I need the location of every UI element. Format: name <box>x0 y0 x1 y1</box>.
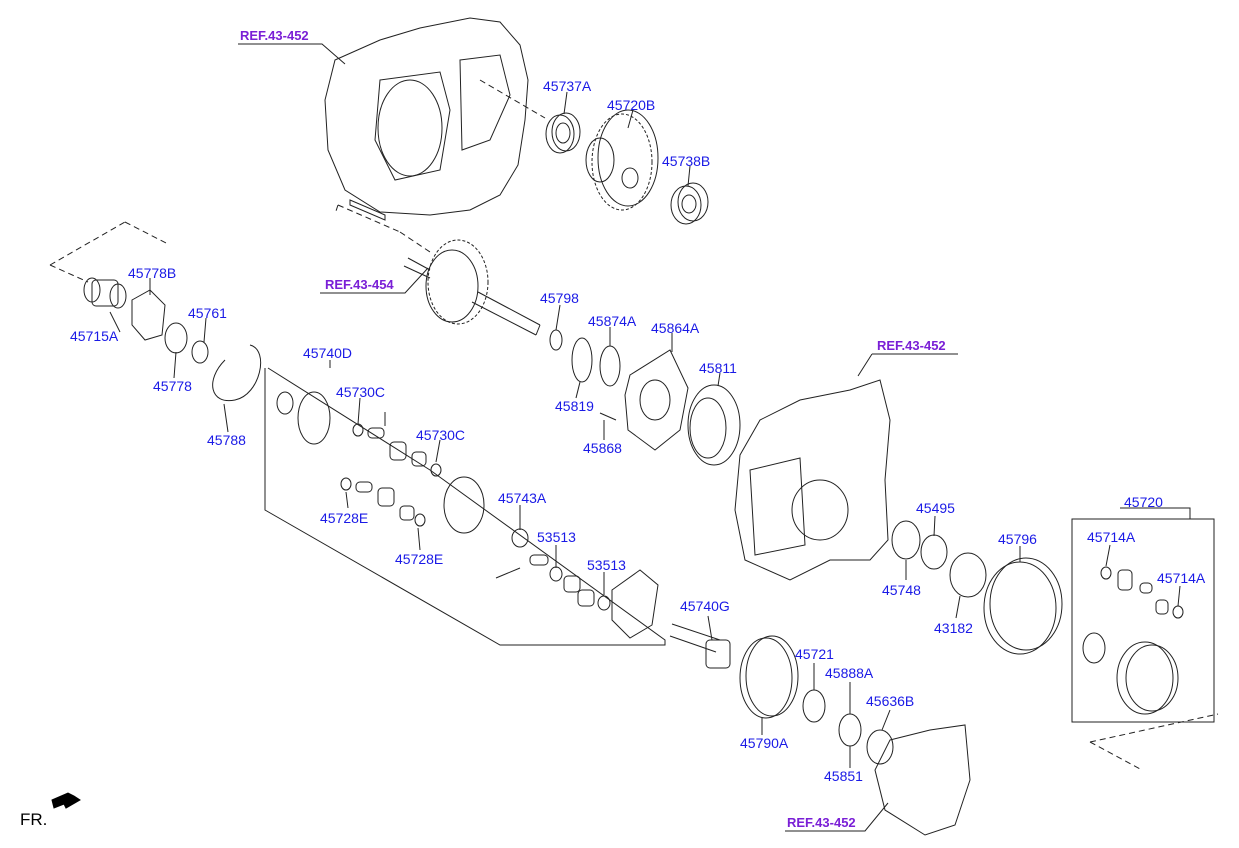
ref-leaders <box>238 43 958 832</box>
part-label-45495[interactable]: 45495 <box>916 500 955 516</box>
part-label-45720B[interactable]: 45720B <box>607 97 656 113</box>
part-label-45721[interactable]: 45721 <box>795 646 834 662</box>
part-label-45738B[interactable]: 45738B <box>662 153 711 169</box>
part-label-45743A[interactable]: 45743A <box>498 490 547 506</box>
part-label-45740G[interactable]: 45740G <box>680 598 730 614</box>
planetary-parts <box>276 391 659 639</box>
output-shaft <box>403 239 541 336</box>
part-label-53513-lower[interactable]: 53513 <box>587 557 626 573</box>
part-label-45740D[interactable]: 45740D <box>303 345 353 361</box>
ref-label-43-454[interactable]: REF.43-454 <box>325 277 394 292</box>
part-label-45851[interactable]: 45851 <box>824 768 863 784</box>
part-label-45868[interactable]: 45868 <box>583 440 622 456</box>
ref-label-43-452-right[interactable]: REF.43-452 <box>877 338 946 353</box>
front-arrow-icon <box>51 792 81 809</box>
part-label-45788[interactable]: 45788 <box>207 432 246 448</box>
lower-case-housing <box>734 379 891 581</box>
ref-label-43-452-bottom[interactable]: REF.43-452 <box>787 815 856 830</box>
part-label-45730C-lower[interactable]: 45730C <box>416 427 466 443</box>
bearing-45737A <box>545 112 581 154</box>
part-label-45715A[interactable]: 45715A <box>70 328 119 344</box>
part-label-45730C-upper[interactable]: 45730C <box>336 384 386 400</box>
front-direction-label: FR. <box>20 810 48 829</box>
part-label-45796[interactable]: 45796 <box>998 531 1037 547</box>
gear-45720B <box>585 109 659 211</box>
part-label-45888A[interactable]: 45888A <box>825 665 874 681</box>
part-label-45798[interactable]: 45798 <box>540 290 579 306</box>
part-label-45636B[interactable]: 45636B <box>866 693 915 709</box>
part-label-45728E-left[interactable]: 45728E <box>320 510 369 526</box>
transfer-parts <box>549 329 741 466</box>
part-label-45819[interactable]: 45819 <box>555 398 594 414</box>
left-subassembly-guide <box>49 221 169 283</box>
part-label-45778B[interactable]: 45778B <box>128 265 177 281</box>
part-label-45720[interactable]: 45720 <box>1124 494 1163 510</box>
part-label-45728E-right[interactable]: 45728E <box>395 551 444 567</box>
part-label-45778[interactable]: 45778 <box>153 378 192 394</box>
bearing-45738B <box>670 182 709 225</box>
part-label-43182[interactable]: 43182 <box>934 620 973 636</box>
part-label-45714A-right[interactable]: 45714A <box>1157 570 1206 586</box>
label-leaders <box>109 91 1181 768</box>
planetary-box <box>264 367 666 646</box>
differential-box <box>1071 507 1219 771</box>
part-label-45748[interactable]: 45748 <box>882 582 921 598</box>
part-label-45761[interactable]: 45761 <box>188 305 227 321</box>
part-label-53513-upper[interactable]: 53513 <box>537 529 576 545</box>
part-label-45790A[interactable]: 45790A <box>740 735 789 751</box>
ref-label-43-452-top[interactable]: REF.43-452 <box>240 28 309 43</box>
parts-45715A-45778B <box>83 277 262 402</box>
upper-case-housing <box>324 17 546 253</box>
part-label-45864A[interactable]: 45864A <box>651 320 700 336</box>
part-label-45714A-left[interactable]: 45714A <box>1087 529 1136 545</box>
part-label-45811[interactable]: 45811 <box>699 360 737 376</box>
part-label-45737A[interactable]: 45737A <box>543 78 592 94</box>
part-label-45874A[interactable]: 45874A <box>588 313 637 329</box>
